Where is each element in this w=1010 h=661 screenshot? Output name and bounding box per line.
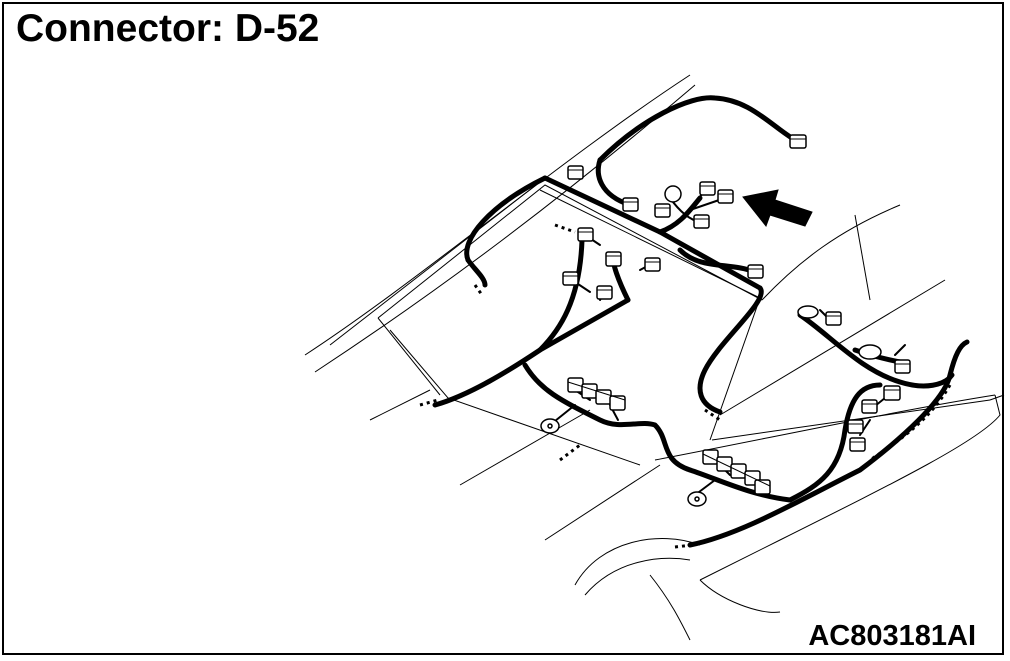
arrow-pointer-icon (742, 189, 813, 228)
connector-box (596, 285, 613, 300)
ground-terminal (540, 418, 560, 434)
connector-box (858, 344, 882, 360)
connector-box (693, 214, 710, 229)
car-body-outline (304, 74, 1005, 641)
connector-box (717, 189, 734, 204)
connector-box (654, 203, 671, 218)
connector-box (797, 305, 819, 319)
connector-box (644, 257, 661, 272)
connector-box (789, 134, 807, 149)
connector-box (747, 264, 764, 279)
connector-box (847, 419, 864, 434)
connector-box (861, 399, 878, 414)
connector-box (562, 271, 579, 286)
connector-box (577, 227, 594, 242)
connector-box (622, 197, 639, 212)
ground-terminal (687, 491, 707, 507)
connector-box (883, 385, 901, 401)
junction-block (567, 377, 626, 411)
connector-box (699, 181, 716, 196)
page-title: Connector: D-52 (16, 7, 320, 50)
connector-box (894, 359, 911, 374)
connector-box (605, 251, 622, 267)
connector-box (664, 185, 682, 203)
connector-box (825, 311, 842, 326)
figure-code: AC803181AI (808, 620, 976, 652)
dashed-wires (419, 223, 952, 549)
main-harness (432, 95, 970, 548)
junction-block (702, 449, 771, 495)
connector-box (849, 437, 866, 452)
connectors (540, 134, 911, 507)
connector-box (567, 165, 584, 180)
